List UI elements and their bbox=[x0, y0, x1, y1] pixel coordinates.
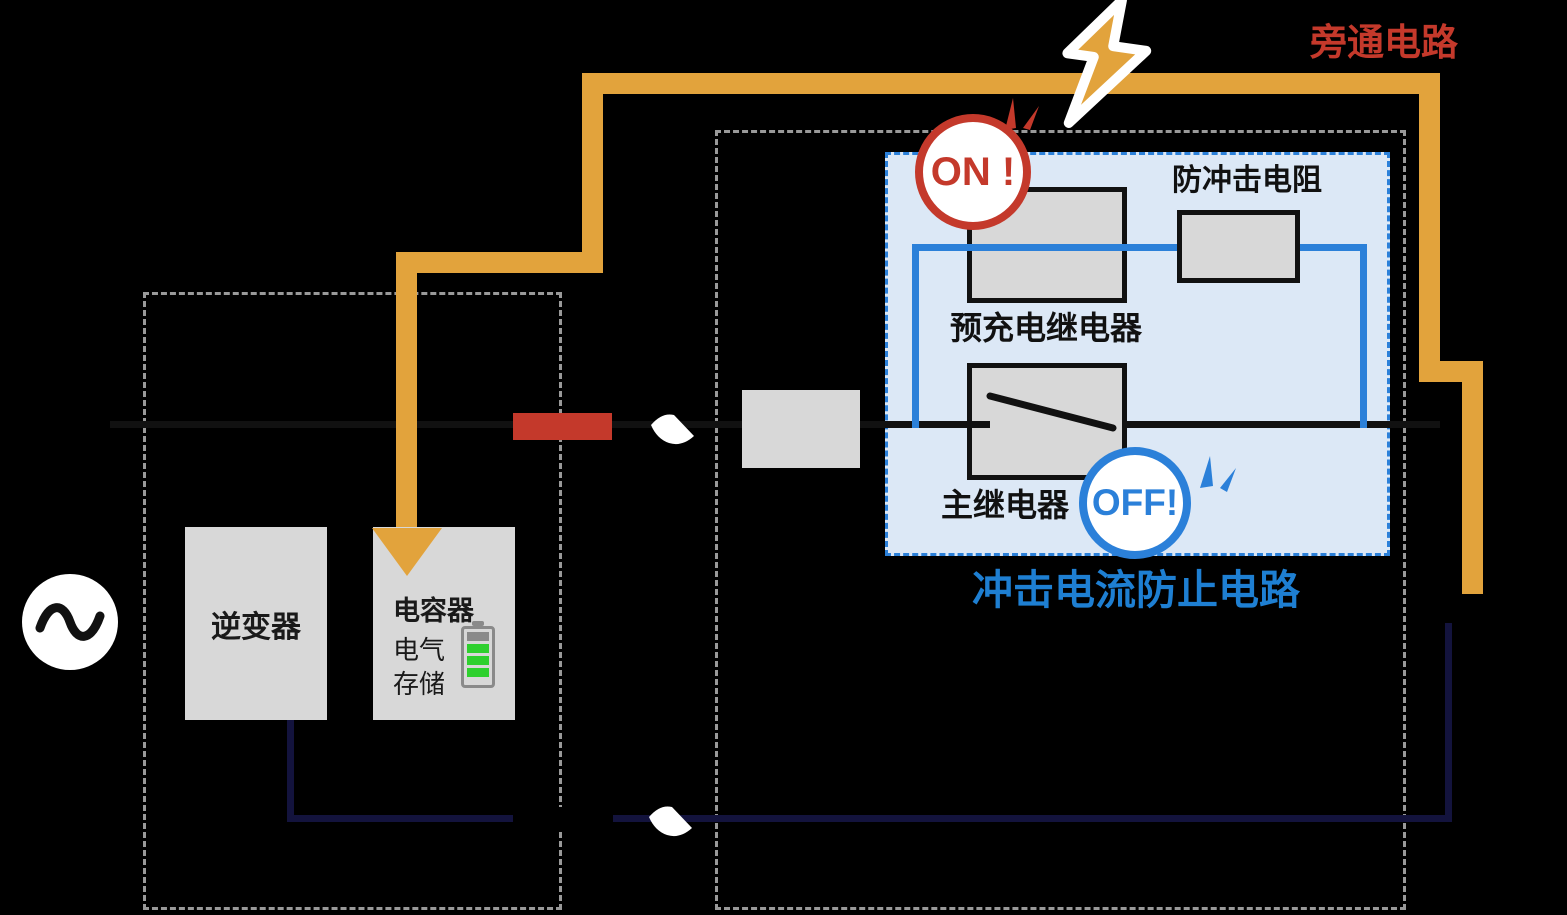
battery-cell-full bbox=[467, 644, 489, 653]
off-emphasis-sparks-icon bbox=[1200, 456, 1236, 492]
inverter-box: 逆变器 bbox=[185, 527, 327, 720]
anti-inrush-resistor-box bbox=[1177, 210, 1300, 283]
service-plug-red-connector bbox=[513, 413, 612, 440]
return-wire-bottom bbox=[287, 815, 1452, 822]
bypass-circuit-label: 旁通电路 bbox=[1310, 22, 1458, 63]
precharge-wire-right-vertical bbox=[1360, 244, 1367, 428]
open-switch-icon-bottom bbox=[649, 806, 692, 837]
ac-source-icon bbox=[22, 574, 118, 670]
return-wire-right-vertical bbox=[1445, 623, 1452, 822]
anti-inrush-resistor-label: 防冲击电阻 bbox=[1172, 164, 1322, 197]
main-relay-label: 主继电器 bbox=[941, 487, 1070, 523]
bypass-wire-right-vertical bbox=[1419, 73, 1440, 382]
lightning-bolt-icon bbox=[1062, 0, 1152, 129]
capacitor-subtext-line2: 存储 bbox=[393, 669, 446, 699]
return-wire-inverter-stub bbox=[287, 720, 294, 822]
on-emphasis-sparks-icon bbox=[1005, 98, 1039, 130]
bypass-wire-top-horizontal bbox=[582, 73, 1440, 94]
main-wire-right bbox=[1127, 421, 1440, 428]
junction-terminal-box bbox=[742, 390, 860, 468]
off-badge-label: OFF! bbox=[1091, 482, 1179, 523]
on-badge-label: ON ! bbox=[930, 149, 1016, 194]
right-unit-dashed-box bbox=[715, 130, 1406, 910]
bypass-wire-mid-vertical bbox=[582, 73, 603, 273]
bypass-wire-mid-horizontal bbox=[396, 252, 603, 273]
open-switch-icon-top bbox=[651, 414, 694, 445]
capacitor-box: 电容器 电气 存储 bbox=[373, 527, 515, 720]
left-unit-dashed-box bbox=[143, 292, 562, 910]
bottom-black-connector bbox=[513, 807, 613, 830]
capacitor-label: 电容器 bbox=[393, 596, 474, 626]
battery-cell-full bbox=[467, 656, 489, 665]
precharge-relay-label: 预充电继电器 bbox=[950, 310, 1143, 346]
precharge-wire-left-vertical bbox=[912, 244, 919, 428]
off-status-badge: OFF! bbox=[1079, 447, 1191, 559]
bypass-wire-down-to-capacitor bbox=[396, 262, 417, 532]
bypass-arrowhead-icon bbox=[372, 528, 442, 576]
battery-icon bbox=[461, 621, 495, 688]
capacitor-subtext-line1: 电气 bbox=[393, 635, 446, 665]
battery-cell-full bbox=[467, 668, 489, 677]
inverter-label: 逆变器 bbox=[211, 610, 301, 644]
on-status-badge: ON ! bbox=[915, 114, 1031, 230]
battery-cell-empty bbox=[467, 632, 489, 641]
bypass-wire-right-vertical-2 bbox=[1462, 361, 1483, 594]
precharge-wire-horizontal-b bbox=[1300, 244, 1367, 251]
inrush-prevention-circuit-title: 冲击电流防止电路 bbox=[972, 567, 1300, 613]
main-relay-contact-stub bbox=[967, 421, 990, 428]
precharge-wire-horizontal-a bbox=[912, 244, 1177, 251]
main-relay-open-blade bbox=[986, 392, 1117, 432]
